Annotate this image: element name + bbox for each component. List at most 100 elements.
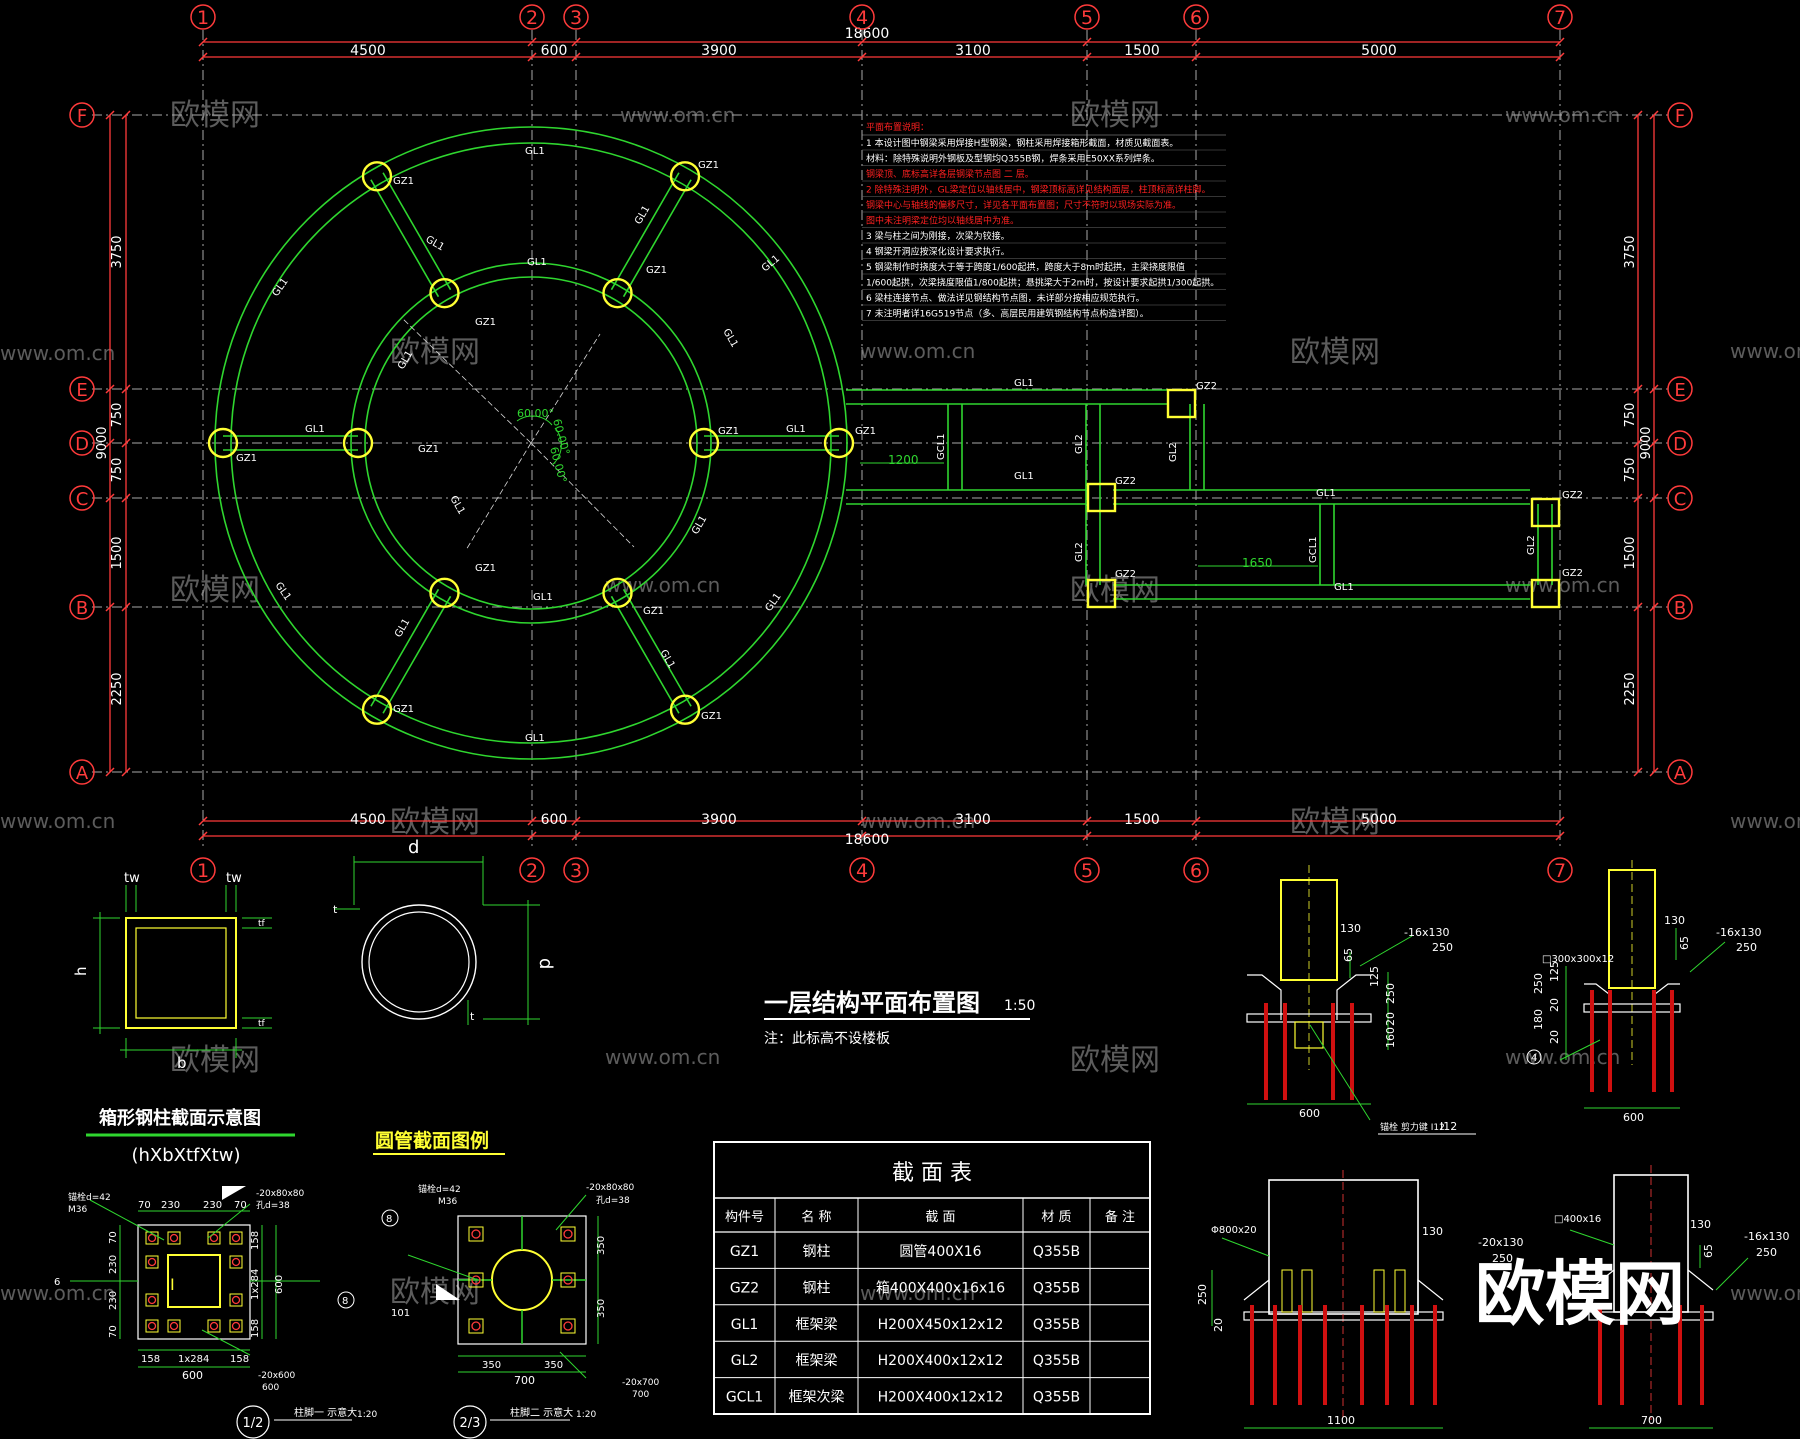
d12-dim-right: 1x284: [250, 1269, 261, 1300]
anchor-bolt-plate: [229, 1231, 243, 1245]
dim-left: 3750: [110, 235, 125, 268]
e3-dim-130: 130: [1422, 1225, 1443, 1238]
e1-dim-65: 65: [1342, 948, 1355, 962]
column-gz2: [1530, 497, 1561, 528]
anchor-bolt: [169, 1321, 179, 1331]
dimension-ticks: [105, 37, 1659, 841]
label-gz1: GZ1: [475, 317, 496, 328]
column-gz1: [361, 694, 393, 725]
e2-dim-250: 250: [1532, 973, 1545, 994]
label-gl2: GL2: [1074, 542, 1085, 562]
column-gz1: [688, 427, 720, 459]
watermark-brand: 欧模网: [390, 335, 480, 370]
label-gz1: GZ1: [475, 563, 496, 574]
dim-tick: [1555, 52, 1565, 62]
d23-dim-bottom: 350: [482, 1360, 501, 1371]
e2-dim-20b: 20: [1548, 1030, 1561, 1044]
axis-bubble: [69, 376, 95, 402]
dim-tick: [1082, 831, 1092, 841]
d23-dim-right: 350: [596, 1299, 607, 1318]
d12-label: 1/2: [243, 1416, 264, 1431]
radial-beam-edge: [610, 172, 680, 291]
anchor-bolt-plate: [167, 1319, 181, 1333]
dim-right: 1500: [1623, 536, 1638, 569]
dim-tick: [198, 52, 208, 62]
label-gl1: GL1: [1014, 471, 1034, 482]
e1-dim-20: 20: [1384, 1012, 1397, 1026]
table-cell: 框架次梁: [789, 1390, 845, 1406]
d12-dim-side: 230: [108, 1291, 119, 1310]
axis-bubble: [1183, 4, 1209, 30]
label-gz1: GZ1: [718, 426, 739, 437]
label-gl1: GL1: [527, 257, 547, 268]
anchor-bolt: [231, 1321, 241, 1331]
label-gz1: GZ1: [698, 160, 719, 171]
dim-tick: [527, 37, 537, 47]
anchor-bolt-plate: [167, 1231, 181, 1245]
label-gl1: GL1: [525, 146, 545, 157]
dim-right: 750: [1623, 458, 1638, 483]
dim-tick: [121, 110, 131, 120]
pipe-label-d: d: [408, 837, 419, 858]
d23-caption: 柱脚二 示意大: [510, 1406, 573, 1419]
anchor-bolt: [563, 1275, 573, 1285]
label-gz2: GZ2: [1115, 476, 1136, 487]
e3-pipe: Φ800x20: [1211, 1225, 1257, 1236]
axis-bubble: [190, 4, 216, 30]
dim-bottom: 600: [541, 812, 568, 828]
radial-beam-edge: [370, 179, 440, 298]
column-gz2: [1166, 388, 1197, 419]
e3-width: 1100: [1327, 1414, 1355, 1427]
dim-tick: [1191, 52, 1201, 62]
axis-bubble-label: 4: [856, 860, 868, 882]
d12-dim-bottom: 1x284: [178, 1354, 209, 1365]
outer-ring-beam: [214, 126, 848, 760]
dim-tick: [121, 767, 131, 777]
dim-left-total: 9000: [95, 426, 110, 459]
anchor-bolt: [209, 1233, 219, 1243]
axis-bubble: [69, 102, 95, 128]
dim-tick: [1649, 110, 1659, 120]
axis-bubble: [69, 430, 95, 456]
watermark-site: www.om.cn: [1505, 1045, 1620, 1069]
d23-base: -20x700: [622, 1378, 659, 1388]
e2-dim-130: 130: [1664, 914, 1685, 927]
dim-tick: [105, 602, 115, 612]
d12-dim-side: 230: [108, 1255, 119, 1274]
axis-bubble: [1547, 4, 1573, 30]
pipe-section-title: 圆管截面图例: [375, 1129, 489, 1152]
dim-left: 750: [110, 403, 125, 428]
dim-tick: [1649, 384, 1659, 394]
label-gz1: GZ1: [393, 176, 414, 187]
pipe-label-d: d: [535, 958, 556, 969]
watermark-brand: 欧模网: [390, 1275, 480, 1310]
drawing-title-main: 一层结构平面布置图: [764, 989, 980, 1017]
axis-bubble: [563, 857, 589, 883]
dim-bottom: 3900: [701, 812, 737, 828]
e2-plate: -16x130: [1716, 926, 1761, 939]
dim-tick: [1633, 384, 1643, 394]
d23-base-w: 700: [632, 1390, 649, 1400]
watermark-brand: 欧模网: [1290, 335, 1380, 370]
d12-marker-right: 8: [342, 1296, 348, 1307]
table-cell: Q355B: [1033, 1280, 1080, 1296]
notes-heading: 平面布置说明：: [866, 121, 929, 133]
label-gl1: GL1: [1316, 488, 1336, 499]
label-gcl1: GCL1: [936, 433, 947, 460]
dim-tick: [105, 110, 115, 120]
axis-bubble-label: B: [1674, 598, 1686, 619]
axis-bubble-label: C: [76, 489, 89, 510]
notes-line: 7 未注明者详16G519节点（多、高层民用建筑钢结构节点构造详图）。: [866, 308, 1149, 320]
d23-scale: 1:20: [576, 1410, 596, 1420]
axis-bubble-label: D: [75, 434, 89, 455]
axis-bubble-label: 7: [1554, 7, 1566, 29]
column-gz1: [429, 277, 460, 309]
axis-bubble: [69, 485, 95, 511]
column-gz1: [361, 161, 393, 192]
table-cell: 框架梁: [796, 1353, 838, 1369]
anchor-bolt-plate: [145, 1255, 159, 1269]
e1-note: 锚栓 剪力键 I12: [1380, 1121, 1445, 1133]
d12-bolt-m: M36: [68, 1205, 87, 1215]
axis-bubble: [1074, 857, 1100, 883]
